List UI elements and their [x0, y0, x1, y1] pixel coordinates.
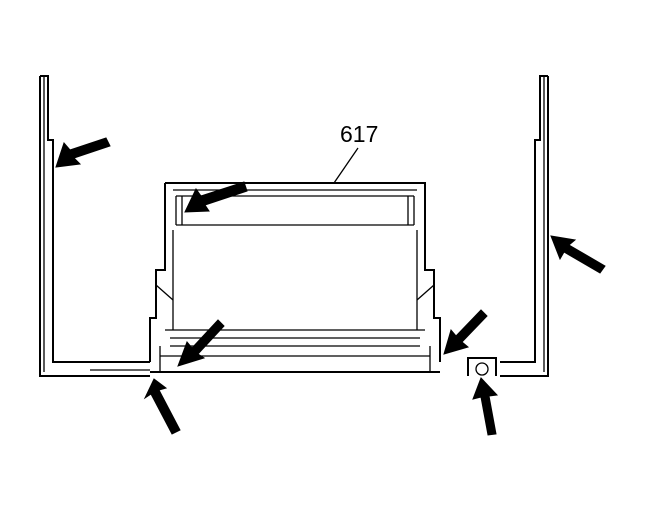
arrow-cup-bottom-left: [177, 319, 225, 367]
seal-ring: [467, 357, 497, 376]
arrow-cup-bottom-right: [443, 309, 488, 355]
outer-housing: [39, 75, 549, 377]
callout-617: 617: [333, 121, 378, 184]
arrow-housing-left: [55, 137, 111, 168]
arrow-cup-top: [184, 181, 248, 213]
arrow-lower-right: [472, 377, 499, 436]
callout-label: 617: [340, 121, 378, 147]
arrow-housing-right: [550, 235, 606, 274]
arrow-lower-left: [143, 378, 181, 435]
